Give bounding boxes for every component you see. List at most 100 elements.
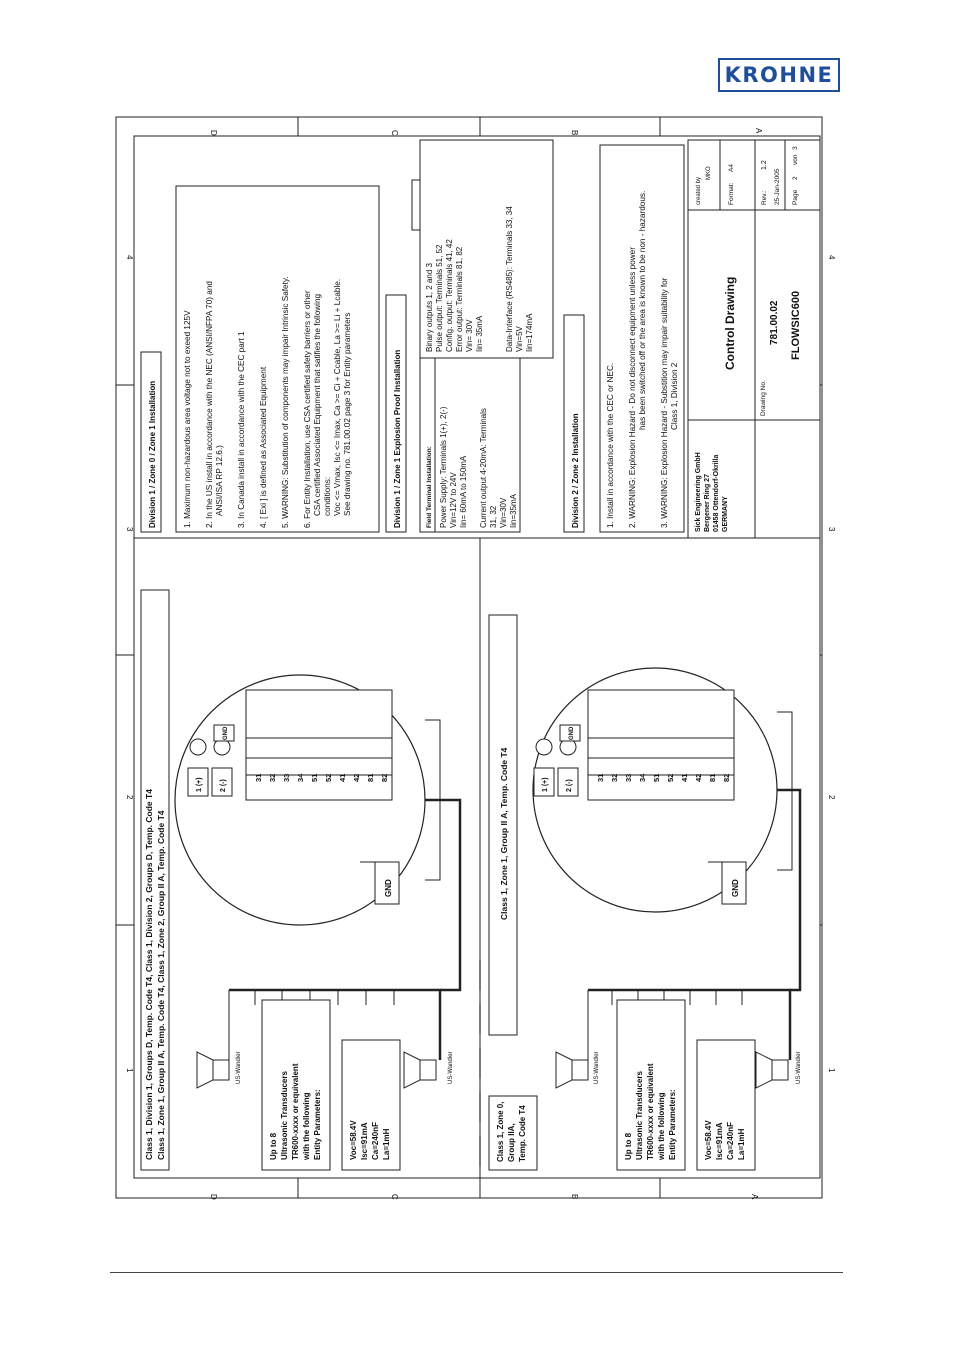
grid-letter-b-top: B xyxy=(570,130,579,135)
lower-title: Class 1, Zone 1, Group II A, Temp. Code … xyxy=(499,747,509,920)
lower-gnd-box xyxy=(721,861,747,905)
lower-terminal-gnd: GND xyxy=(569,726,575,740)
lower-housing-flange xyxy=(777,711,793,871)
notes-div1-line10: Voc <= Vmax, Isc <= Imax, Ca >= Ci + Cca… xyxy=(333,279,342,516)
notes-division1: Division 1 / Zone 0 / Zone 1 Installatio… xyxy=(140,185,380,533)
lower-terminal-plus-box xyxy=(533,767,555,797)
notes-div2-title: Division 2 / Zone 2 Installation xyxy=(571,413,580,528)
notes-div2-title-box xyxy=(563,314,585,533)
upper-transducer-box-line4: with the following xyxy=(302,1092,311,1161)
lower-terminal-numbers: 31 32 33 34 51 52 41 42 81 82 xyxy=(596,773,731,782)
title-page-label: Page xyxy=(792,189,799,205)
lower-terminal-minus-box xyxy=(557,767,579,797)
grid-number-1-right: 1 xyxy=(827,1068,836,1073)
grid-letter-a-top: A xyxy=(754,128,763,134)
notes-outputs-line5: Vin= 30V xyxy=(465,319,474,352)
upper-transducer-top-horn xyxy=(196,1051,214,1089)
lower-param-isc: Isc=91mA xyxy=(715,1122,724,1160)
upper-cable-to-housing xyxy=(423,798,462,992)
notes-field-title: Field Terminal Installation: xyxy=(426,446,433,528)
title-pages: 3 xyxy=(792,146,799,150)
lower-terminal-34: 34 xyxy=(638,773,647,782)
lower-terminal-31: 31 xyxy=(596,774,605,782)
lower-zone-line2: Group IIA, xyxy=(507,1123,516,1162)
lower-terminal-82: 82 xyxy=(722,774,731,782)
lower-transducer-label-top: US-Wandler xyxy=(594,1052,600,1084)
lower-transducer-label-bottom: US-Wandler xyxy=(796,1052,802,1084)
upper-terminal-32: 32 xyxy=(268,774,277,782)
notes-div1-line6: 5. WARNING: Substitution of components m… xyxy=(281,276,290,528)
upper-gnd-box xyxy=(374,861,400,905)
notes-div1-line1: 1. Maximum non-hazardous area voltage no… xyxy=(183,310,192,528)
notes-outputs-box xyxy=(419,139,554,359)
upper-param-la: La=1mH xyxy=(382,1128,391,1160)
title-format: A4 xyxy=(728,164,735,172)
notes-div1-box xyxy=(175,185,380,533)
notes-div1-title: Division 1 / Zone 0 / Zone 1 Installatio… xyxy=(148,381,157,528)
lower-param-voc: Voc=58.4V xyxy=(704,1120,713,1160)
notes-field-box xyxy=(419,357,521,533)
title-company-line4: GERMANY xyxy=(722,496,729,532)
upper-panel: Class 1, Division 1, Groups D, Temp. Cod… xyxy=(140,589,462,1171)
title-rev: 1.2 xyxy=(761,160,768,170)
upper-terminal-42: 42 xyxy=(352,774,361,782)
grid-number-3-right: 3 xyxy=(827,527,836,532)
lower-terminal-52: 52 xyxy=(666,774,675,782)
notes-div1-line2: 2. In the US install in accordance with … xyxy=(205,281,214,528)
notes-outputs-line1: Binary outputs 1, 2 and 3 xyxy=(425,263,434,353)
notes-div1-line4: 3. In Canada install in accordance with … xyxy=(237,331,246,528)
notes-div1-line11: See drawing no. 781.00.02 page 3 for Ent… xyxy=(343,313,352,516)
title-created-by: MKO xyxy=(706,166,712,180)
lower-param-ca: Ca=240nF xyxy=(726,1122,735,1160)
lower-terminal-gnd-box xyxy=(559,724,581,742)
lower-transducer-bottom-icon xyxy=(771,1059,789,1081)
notes-outputs-line9: Vin=5V xyxy=(515,325,524,352)
upper-title-line1: Class 1, Division 1, Groups D, Temp. Cod… xyxy=(144,789,154,1160)
title-drawing-no: 781.00.02 xyxy=(769,300,780,345)
notes-field-line7: Vin=30V xyxy=(499,497,508,528)
lower-terminal-plus: 1 (+) xyxy=(542,777,549,792)
notes-div1-line3: ANSI/ISA RP 12.6.) xyxy=(215,445,224,516)
upper-terminal-31: 31 xyxy=(254,774,263,782)
title-von-label: von xyxy=(792,154,799,165)
upper-title-box xyxy=(140,589,170,1171)
upper-transducer-box-line2: Ultrasonic Transducers xyxy=(280,1071,289,1160)
notes-field-line6: 31, 32 xyxy=(489,505,498,528)
title-main: Control Drawing xyxy=(723,277,737,370)
upper-terminal-34: 34 xyxy=(296,773,305,782)
grid-ticks xyxy=(116,117,822,1198)
inner-frame xyxy=(133,135,821,1179)
upper-terminal-plus: 1 (+) xyxy=(196,777,203,792)
lower-terminal-51: 51 xyxy=(652,774,661,782)
lower-transducer-box-line2: Ultrasonic Transducers xyxy=(635,1071,644,1160)
lower-terminal-41: 41 xyxy=(680,774,689,782)
upper-terminal-gnd: GND xyxy=(223,726,229,740)
grid-letter-c-top: C xyxy=(390,130,399,136)
notes-div1-line8: CSA certified Associated Equipment that … xyxy=(313,293,322,516)
upper-terminal-41: 41 xyxy=(338,774,347,782)
notes-outputs-line10: Iin=174mA xyxy=(525,313,534,352)
grid-letter-a-bottom: A xyxy=(750,1194,759,1200)
outer-frame xyxy=(115,116,823,1199)
notes-div2-line3: has been switched off or the area is kno… xyxy=(638,191,647,430)
notes-explosion-title: Division 1 / Zone 1 Explosion Proof Inst… xyxy=(393,350,402,528)
lower-zone-line1: Class 1, Zone 0, xyxy=(496,1102,505,1162)
upper-param-ca: Ca=240nF xyxy=(371,1122,380,1160)
upper-terminal-gnd-box xyxy=(213,724,235,742)
notes-division2: Division 2 / Zone 2 Installation 1. Inst… xyxy=(563,144,685,533)
lower-transducer-box-line5: Entity Parameters: xyxy=(668,1089,677,1160)
notes-div1-line7: 6. For Entity Installation, use CSA cert… xyxy=(303,290,312,528)
upper-gnd-label: GND xyxy=(384,879,393,897)
title-rev-label: Rev.: xyxy=(761,190,768,205)
upper-terminal-33: 33 xyxy=(282,774,291,782)
upper-transducer-bottom-icon xyxy=(419,1059,437,1081)
lower-panel: Class 1, Zone 0, Group IIA, Temp. Code T… xyxy=(479,614,802,1178)
lower-zone-box xyxy=(488,1095,538,1171)
grid-number-2-left: 2 xyxy=(125,795,134,800)
notes-div1-line9: conditions: xyxy=(323,477,332,516)
lower-transducer-box xyxy=(616,999,686,1171)
lower-transducer-box-line3: TR600-xxxx or equivalent xyxy=(646,1063,655,1160)
notes-div2-line2: 2. WARNING: Explosion Hazard - Do not di… xyxy=(628,247,637,528)
upper-terminal-51: 51 xyxy=(310,774,319,782)
title-format-label: Format: xyxy=(728,182,735,205)
